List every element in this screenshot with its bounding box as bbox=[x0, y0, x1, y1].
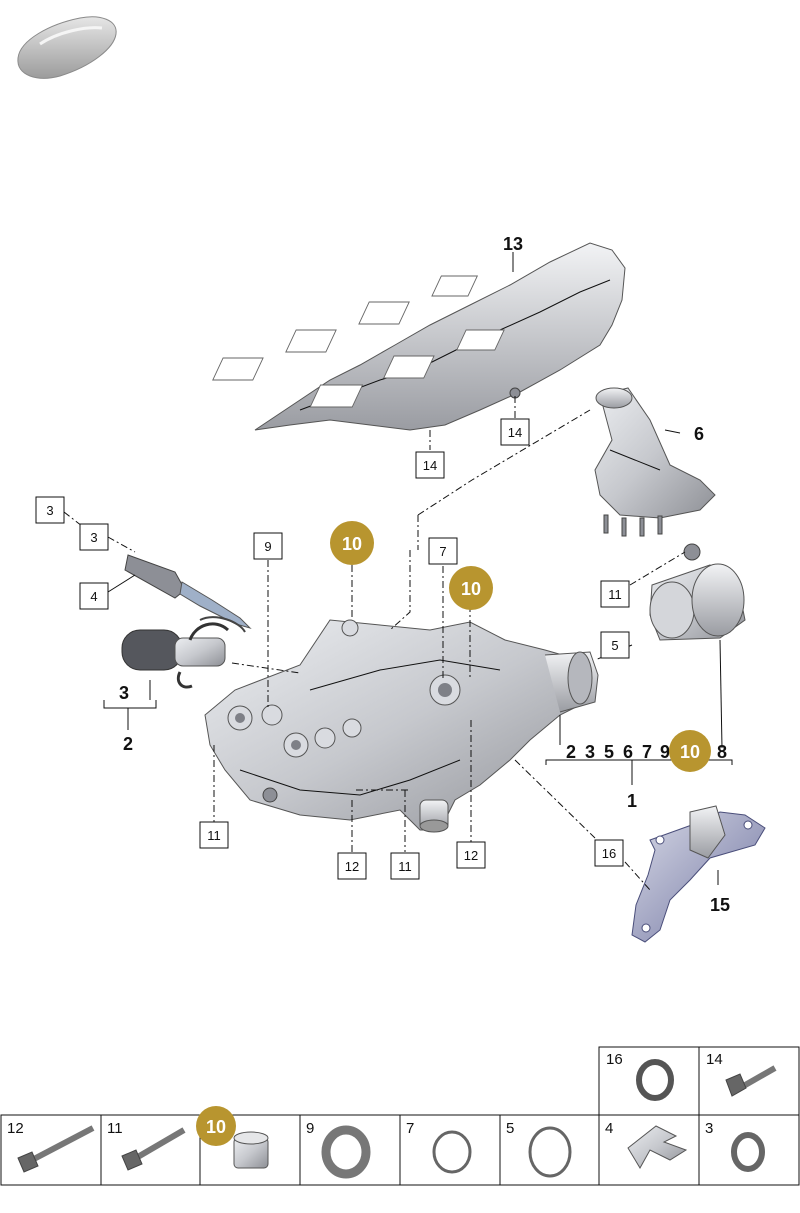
svg-text:12: 12 bbox=[7, 1120, 24, 1137]
seal-ring-icon bbox=[321, 1125, 371, 1179]
cap-part bbox=[649, 543, 746, 641]
badge-10-table: 10 bbox=[196, 1106, 236, 1146]
callout-14-upper[interactable]: 14 bbox=[500, 418, 530, 446]
callout-3-group[interactable]: 3 bbox=[119, 683, 129, 703]
clip-icon bbox=[627, 1125, 688, 1169]
sensor-part bbox=[124, 554, 252, 633]
callout-3-inner[interactable]: 3 bbox=[79, 523, 109, 551]
solenoid-valve-part bbox=[121, 622, 230, 689]
svg-text:4: 4 bbox=[90, 589, 97, 604]
group-1-item[interactable]: 5 bbox=[604, 742, 614, 762]
table-cell-7[interactable]: 7 bbox=[406, 1120, 472, 1174]
callout-12-right[interactable]: 12 bbox=[456, 841, 486, 869]
svg-text:5: 5 bbox=[611, 638, 618, 653]
svg-text:14: 14 bbox=[706, 1051, 723, 1068]
callout-11-left[interactable]: 11 bbox=[199, 821, 229, 849]
svg-text:16: 16 bbox=[602, 846, 616, 861]
group-1-badge-10[interactable]: 10 bbox=[669, 730, 711, 772]
callout-2[interactable]: 2 bbox=[123, 734, 133, 754]
bracket-part bbox=[631, 805, 766, 943]
table-cell-11[interactable]: 11 bbox=[107, 1120, 186, 1171]
group-1-list: 2 3 5 6 7 9 10 8 bbox=[566, 730, 727, 772]
bolt-icon bbox=[17, 1125, 95, 1173]
group-1-item[interactable]: 3 bbox=[585, 742, 595, 762]
svg-text:14: 14 bbox=[423, 458, 437, 473]
callout-12-left[interactable]: 12 bbox=[337, 852, 367, 880]
svg-text:11: 11 bbox=[608, 587, 622, 602]
svg-text:5: 5 bbox=[506, 1120, 514, 1137]
o-ring-icon bbox=[528, 1126, 572, 1178]
badge-10-middle[interactable]: 10 bbox=[449, 566, 493, 610]
callout-1[interactable]: 1 bbox=[627, 791, 637, 811]
heat-shield-part bbox=[212, 242, 626, 431]
callout-9[interactable]: 9 bbox=[253, 532, 283, 560]
callout-15[interactable]: 15 bbox=[710, 895, 730, 915]
svg-text:10: 10 bbox=[342, 534, 362, 554]
o-ring-icon bbox=[636, 1059, 674, 1101]
svg-text:7: 7 bbox=[406, 1120, 414, 1137]
svg-text:3: 3 bbox=[46, 503, 53, 518]
callout-5[interactable]: 5 bbox=[600, 631, 630, 659]
bolt-icon bbox=[121, 1127, 186, 1171]
callout-13[interactable]: 13 bbox=[503, 234, 523, 254]
car-silhouette-icon bbox=[17, 16, 117, 79]
svg-text:12: 12 bbox=[464, 848, 478, 863]
callout-7[interactable]: 7 bbox=[428, 537, 458, 565]
bolt-icon bbox=[725, 1065, 777, 1097]
elbow-pipe-part bbox=[594, 387, 716, 537]
svg-text:10: 10 bbox=[206, 1117, 226, 1137]
svg-text:11: 11 bbox=[107, 1120, 123, 1137]
callout-14-lower[interactable]: 14 bbox=[415, 451, 445, 479]
svg-text:9: 9 bbox=[264, 539, 271, 554]
parts-table: 16 14 12 11 bbox=[0, 1046, 800, 1186]
callout-4[interactable]: 4 bbox=[79, 582, 109, 610]
svg-text:7: 7 bbox=[439, 544, 446, 559]
callout-16[interactable]: 16 bbox=[594, 839, 624, 867]
table-cell-5[interactable]: 5 bbox=[506, 1120, 572, 1178]
group-1-item[interactable]: 7 bbox=[642, 742, 652, 762]
callout-3-outer[interactable]: 3 bbox=[35, 496, 65, 524]
group-1-item[interactable]: 6 bbox=[623, 742, 633, 762]
group-1-item[interactable]: 2 bbox=[566, 742, 576, 762]
sleeve-icon bbox=[233, 1131, 269, 1169]
table-cell-3[interactable]: 3 bbox=[705, 1120, 765, 1172]
callout-11-bottom[interactable]: 11 bbox=[390, 852, 420, 880]
o-ring-icon bbox=[731, 1132, 765, 1172]
oil-filter-housing-part bbox=[204, 619, 599, 833]
table-cell-4[interactable]: 4 bbox=[605, 1120, 688, 1169]
group-1-item[interactable]: 8 bbox=[717, 742, 727, 762]
svg-text:10: 10 bbox=[461, 579, 481, 599]
svg-text:10: 10 bbox=[680, 742, 700, 762]
badge-10-upper[interactable]: 10 bbox=[330, 521, 374, 565]
callout-11-right[interactable]: 11 bbox=[600, 580, 630, 608]
group-1-item[interactable]: 9 bbox=[660, 742, 670, 762]
table-cell-16[interactable]: 16 bbox=[606, 1051, 674, 1101]
table-cell-9[interactable]: 9 bbox=[306, 1120, 371, 1179]
svg-text:3: 3 bbox=[705, 1120, 713, 1137]
svg-text:11: 11 bbox=[398, 859, 412, 874]
o-ring-icon bbox=[432, 1130, 472, 1174]
table-cell-14[interactable]: 14 bbox=[706, 1051, 777, 1097]
svg-text:16: 16 bbox=[606, 1051, 623, 1068]
svg-text:3: 3 bbox=[90, 530, 97, 545]
svg-text:11: 11 bbox=[207, 828, 221, 843]
table-cell-10[interactable]: 10 bbox=[196, 1106, 269, 1169]
svg-text:14: 14 bbox=[508, 425, 522, 440]
table-cell-12[interactable]: 12 bbox=[7, 1120, 95, 1173]
svg-text:12: 12 bbox=[345, 859, 359, 874]
callout-6[interactable]: 6 bbox=[694, 424, 704, 444]
svg-text:4: 4 bbox=[605, 1120, 613, 1137]
svg-text:9: 9 bbox=[306, 1120, 314, 1137]
